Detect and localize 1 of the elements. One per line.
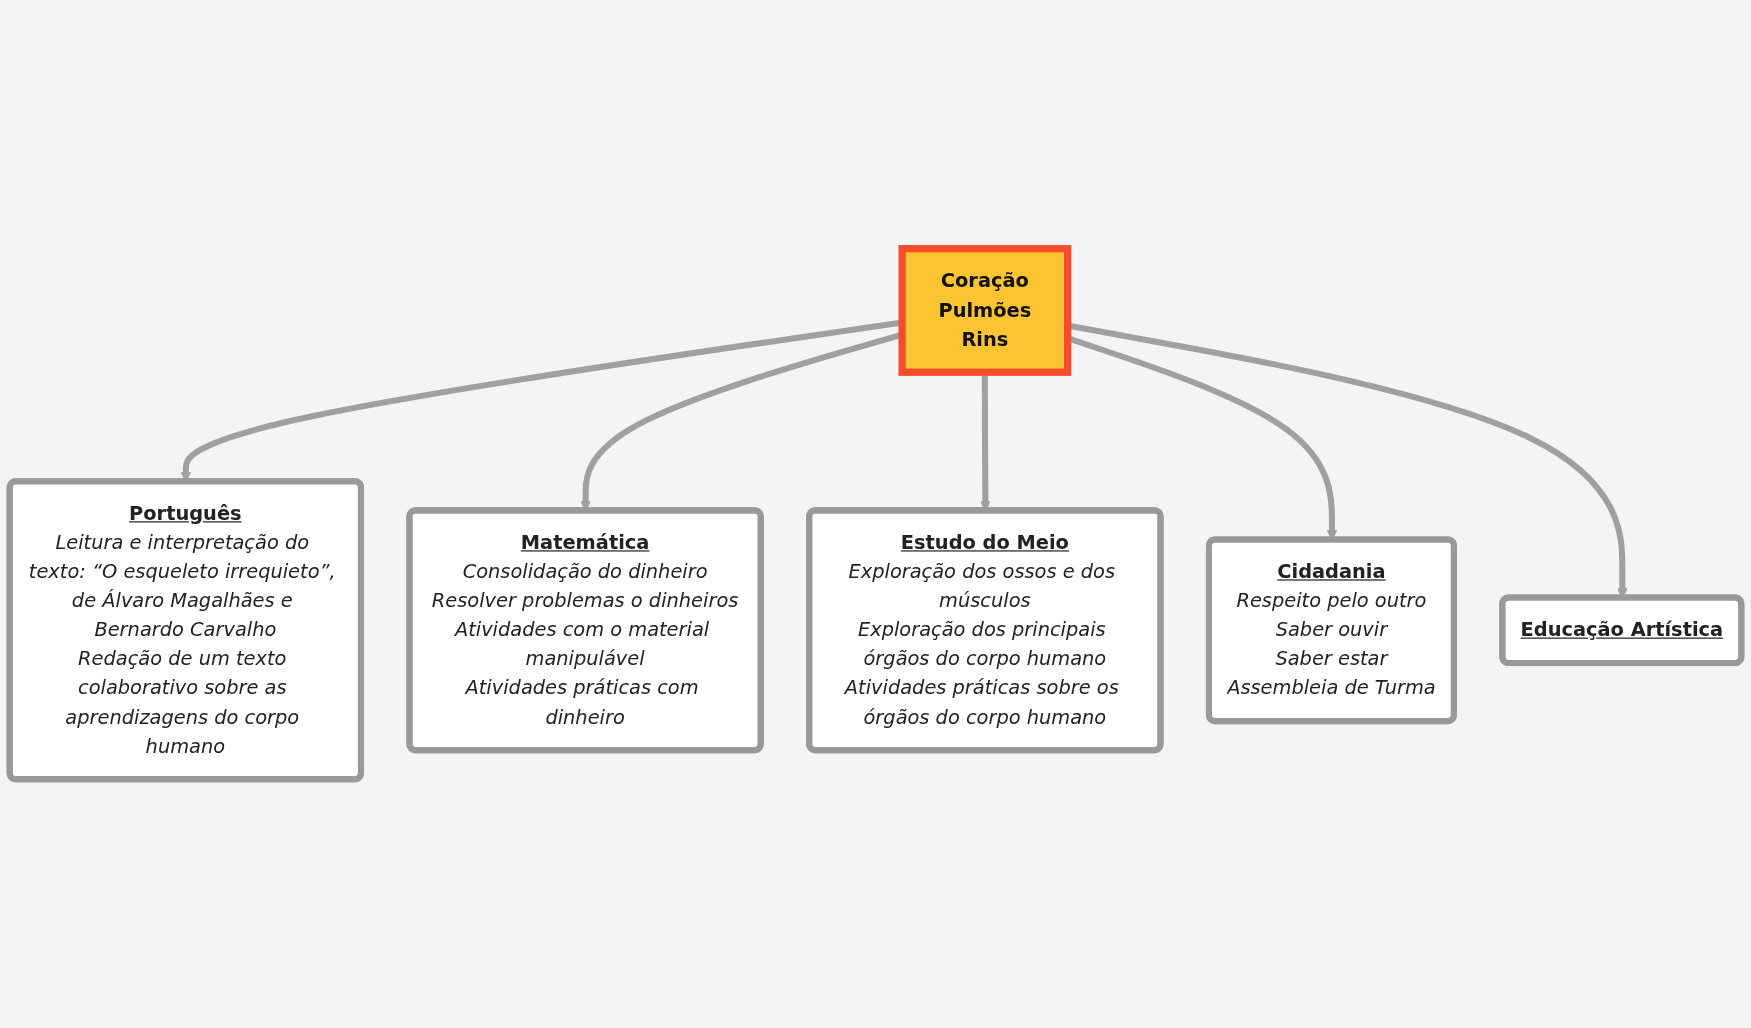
node-box: Coração Pulmões Rins — [898, 245, 1072, 376]
